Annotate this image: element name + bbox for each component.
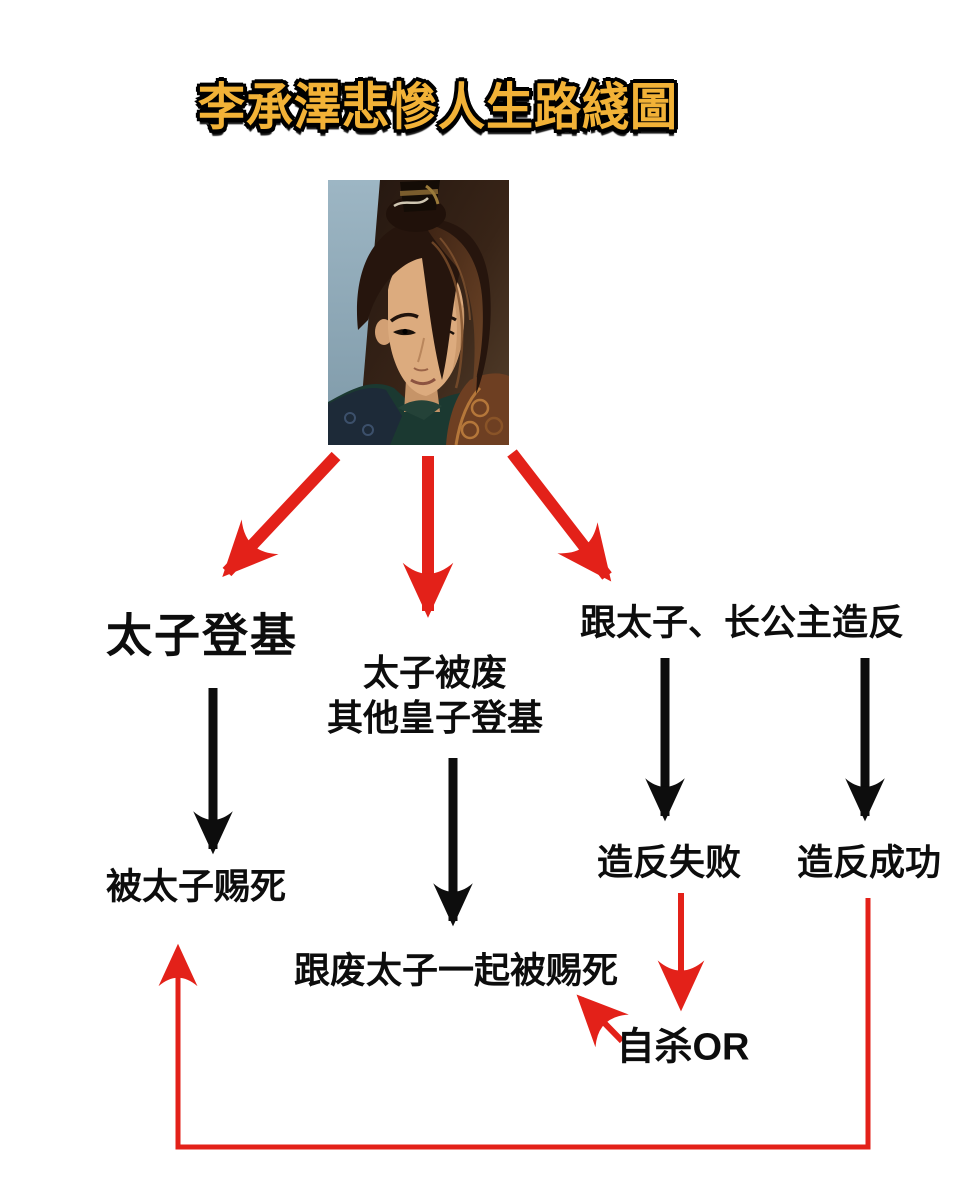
arrow-chenggong-loop-to-cisi <box>158 898 871 1150</box>
node-zisha-or: 自杀OR <box>616 1026 750 1069</box>
node-taizi-dengji: 太子登基 <box>106 609 298 662</box>
node-gen-taizi-zaofan: 跟太子、长公主造反 <box>579 601 905 643</box>
node-gen-feitaizi-cisi: 跟废太子一起被赐死 <box>293 949 619 991</box>
node-taizi-beifei-line1: 太子被废 <box>362 652 508 693</box>
arrow-photo-to-zaofan <box>507 449 612 582</box>
node-taizi-beifei-line2: 其他皇子登基 <box>326 697 544 738</box>
portrait-photo <box>328 180 509 445</box>
arrow-photo-to-taizi-dengji <box>222 451 341 578</box>
node-taizi-beifei: 太子被废 其他皇子登基 <box>327 650 543 740</box>
arrow-zisha-to-gen-feitaizi <box>576 994 629 1048</box>
node-zaofan-shibai: 造反失败 <box>596 841 742 883</box>
node-bei-taizi-cisi: 被太子赐死 <box>105 865 287 907</box>
node-zaofan-chenggong: 造反成功 <box>796 841 942 883</box>
page-title: 李承澤悲慘人生路綫圖 <box>198 78 678 138</box>
